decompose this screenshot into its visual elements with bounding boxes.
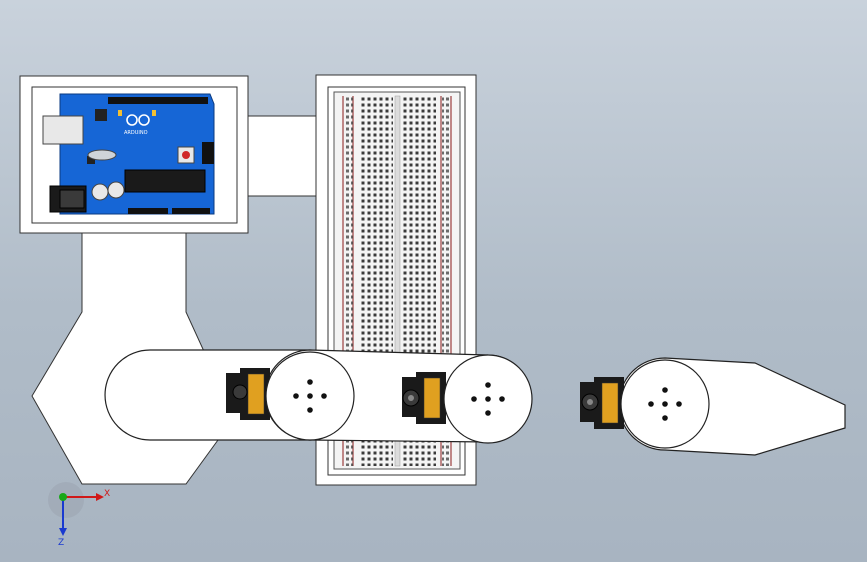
arduino-logo-icon bbox=[126, 114, 138, 126]
x-axis-label: X bbox=[104, 489, 110, 499]
digital-header bbox=[108, 97, 208, 104]
joint-hub-3[interactable] bbox=[620, 359, 710, 449]
joint-hub-2[interactable] bbox=[443, 354, 533, 444]
servo-2[interactable] bbox=[402, 372, 446, 424]
coordinate-triad: X Z bbox=[48, 482, 110, 548]
atmega-chip bbox=[124, 169, 206, 193]
arduino-logo-text: ARDUINO bbox=[124, 130, 148, 136]
power-header bbox=[128, 208, 168, 214]
y-axis-dot bbox=[59, 493, 67, 501]
servo-1[interactable] bbox=[226, 368, 270, 420]
capacitor-1 bbox=[91, 183, 109, 201]
icsp-header bbox=[202, 142, 214, 164]
usb-connector bbox=[42, 115, 84, 145]
capacitor-2 bbox=[107, 181, 125, 199]
arduino-uno-board[interactable]: ARDUINO bbox=[42, 93, 215, 215]
servo-3[interactable] bbox=[580, 377, 624, 429]
crystal bbox=[87, 149, 117, 161]
joint-hub-1[interactable] bbox=[265, 351, 355, 441]
center-channel bbox=[394, 95, 401, 467]
z-axis-label: Z bbox=[58, 538, 64, 548]
analog-header bbox=[172, 208, 210, 214]
